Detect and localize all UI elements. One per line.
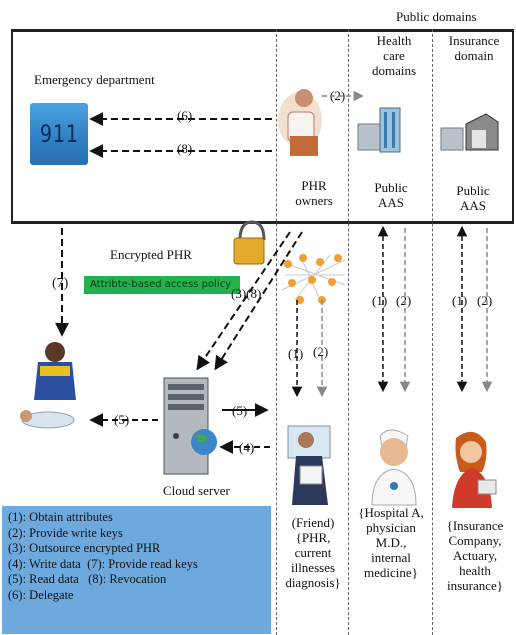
insurance-building-icon (440, 113, 499, 151)
health-care-domains-label: Health care domains (371, 33, 417, 78)
arrow-3-outsource (196, 231, 291, 371)
legend-item: (1): Obtain attributes (8, 510, 113, 524)
insurance-agent-icon (452, 431, 497, 508)
arrow-7-label: (7) (52, 276, 69, 291)
arrow-3-8-label: (3)(8) (231, 286, 262, 301)
paramedic-icon (20, 342, 76, 429)
physician-icon (371, 429, 417, 506)
cloud-server-icon (163, 377, 217, 475)
owners-network-people (284, 254, 342, 304)
insurance-domain-label: Insurance domain (448, 33, 500, 63)
phr-owners-label: PHR owners (295, 178, 333, 208)
legend-item: (3): Outsource encrypted PHR (8, 541, 161, 555)
access-policy-bar: Attribte-based access policy (84, 276, 240, 294)
divider-insurance (432, 29, 433, 635)
public-domains-label: Public domains (396, 9, 477, 24)
lock-icon (233, 220, 266, 265)
emergency-911-icon: 911 (30, 103, 88, 165)
cloud-server-label: Cloud server (163, 483, 230, 498)
legend-item: (4): Write data (7): Provide read keys (8, 556, 198, 571)
arrow-8-label: (8) (175, 141, 195, 156)
public-aas-insurance-label: Public AAS (456, 183, 490, 213)
public-domain-frame (11, 29, 514, 224)
read-5-left-label: (5) (113, 412, 131, 427)
legend-box: (1): Obtain attributes (2): Provide writ… (2, 506, 271, 634)
public-aas-health-label: Public AAS (374, 180, 408, 210)
legend-item: (2): Provide write keys (8, 525, 123, 540)
encrypted-phr-label: Encrypted PHR (110, 247, 192, 262)
legend-item: (5): Read data (8): Revocation (8, 572, 167, 586)
ins-arrow-2-label: (2) (477, 293, 493, 308)
health-arrow-2-label: (2) (396, 293, 412, 308)
arrow-8-revocation (214, 231, 303, 371)
emergency-department-label: Emergency department (34, 72, 155, 87)
friend-icon (287, 425, 331, 505)
owners-arrow-2-label: (2) (313, 344, 329, 359)
owners-arrow-1-label: (1) (288, 346, 304, 361)
arrow-2-top-label: (2) (330, 88, 346, 103)
divider-owners (276, 29, 277, 635)
divider-health (348, 29, 349, 635)
hospital-building-icon (357, 107, 401, 153)
phr-owner-icon (278, 89, 322, 156)
legend-item: (6): Delegate (8, 587, 74, 602)
